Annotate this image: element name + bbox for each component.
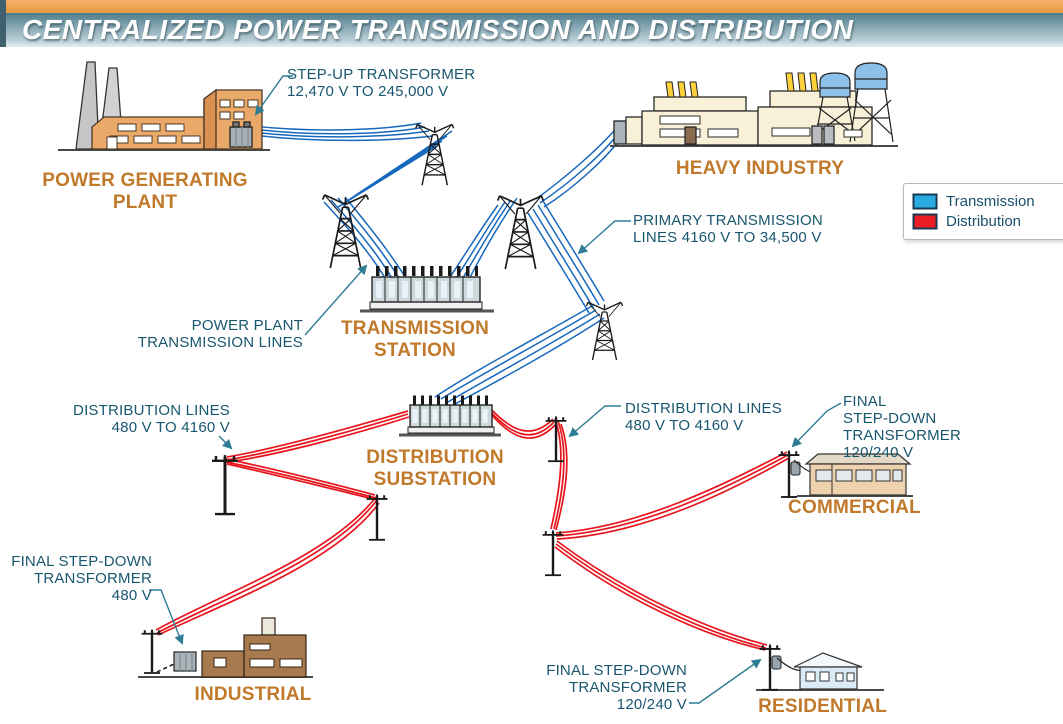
distribution-lines-right-label: DISTRIBUTION LINES 480 V TO 4160 V (625, 400, 782, 434)
transmission-tower-icon (496, 194, 545, 270)
legend-item-distribution: Distribution (912, 213, 1058, 230)
primary-transmission-lines-label: PRIMARY TRANSMISSION LINES 4160 V TO 34,… (633, 212, 823, 246)
transmission-station-label: TRANSMISSION STATION (340, 318, 490, 361)
page-title: CENTRALIZED POWER TRANSMISSION AND DISTR… (22, 14, 854, 45)
final-step-down-industrial-label: FINAL STEP-DOWN TRANSFORMER 480 V (11, 553, 152, 604)
header-left-edge (0, 0, 6, 47)
water-tower-icon (849, 62, 894, 143)
legend-item-transmission: Transmission (912, 193, 1058, 210)
transmission-lines (251, 122, 627, 405)
distribution-substation-graphic (399, 395, 501, 437)
industrial-building-graphic (173, 617, 307, 678)
pole-transformer-icon (771, 655, 782, 670)
commercial-building-graphic (804, 453, 912, 496)
distribution-substation-label: DISTRIBUTION SUBSTATION (366, 447, 504, 490)
transmission-tower-icon (585, 301, 624, 361)
final-step-down-residential-label: FINAL STEP-DOWN TRANSFORMER 120/240 V (546, 662, 687, 713)
utility-pole-icon (365, 493, 389, 541)
transmission-station-graphic (360, 266, 494, 313)
residential-house-graphic (793, 652, 863, 690)
step-up-transformer-label: STEP-UP TRANSFORMER 12,470 V TO 245,000 … (287, 66, 476, 100)
transmission-swatch-icon (912, 193, 938, 210)
legend-label: Transmission (946, 193, 1035, 210)
residential-label: RESIDENTIAL (758, 696, 887, 717)
header-orange-strip (6, 0, 1063, 13)
distribution-swatch-icon (912, 213, 938, 230)
industrial-label: INDUSTRIAL (194, 684, 312, 705)
power-plant-graphic (75, 61, 263, 150)
header-bar: CENTRALIZED POWER TRANSMISSION AND DISTR… (6, 13, 1063, 47)
distribution-lines-left-label: DISTRIBUTION LINES 480 V TO 4160 V (73, 402, 230, 436)
final-step-down-commercial-label: FINAL STEP-DOWN TRANSFORMER 120/240 V (843, 393, 962, 461)
callout-leaders (149, 75, 842, 704)
water-tower-icon (814, 72, 856, 142)
commercial-label: COMMERCIAL (788, 497, 921, 518)
legend: Transmission Distribution (903, 183, 1063, 240)
heavy-industry-label: HEAVY INDUSTRY (675, 158, 845, 179)
utility-pole-icon (140, 628, 164, 675)
power-plant-transmission-lines-label: POWER PLANT TRANSMISSION LINES (137, 317, 303, 351)
utility-pole-icon (541, 529, 565, 577)
heavy-industry-graphic (613, 62, 894, 146)
distribution-lines (155, 406, 790, 651)
legend-label: Distribution (946, 213, 1022, 230)
power-generating-plant-label: POWER GENERATING PLANT (42, 170, 248, 213)
